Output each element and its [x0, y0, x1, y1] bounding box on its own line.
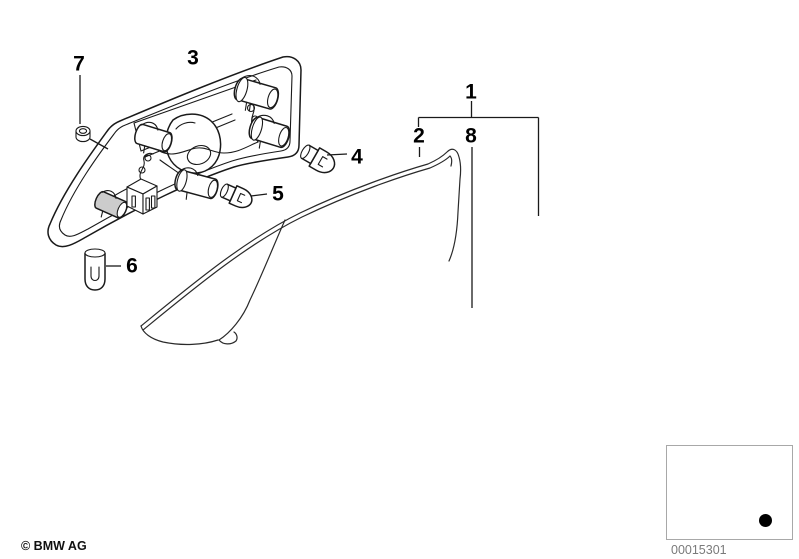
bulb-base-top [219, 183, 229, 198]
socket-bottom-center [174, 167, 219, 200]
leader-7 [79, 75, 109, 150]
wire-loop [246, 103, 256, 113]
socket-bail-wire [101, 190, 117, 199]
bulb-filament-notch [236, 192, 246, 204]
leader-5 [250, 193, 268, 197]
socket-pin [143, 145, 146, 154]
wire-run-main [157, 141, 259, 155]
socket-bail-wire [240, 75, 261, 85]
seal-gasket-part-2-8 [140, 148, 462, 346]
part-label-2[interactable]: 2 [413, 124, 425, 148]
wire-loop [138, 166, 146, 174]
socket-pin [100, 210, 104, 218]
socket-top-right [233, 75, 280, 111]
bulb-body [84, 253, 106, 291]
seal-branch-right [218, 219, 286, 341]
part-label-1[interactable]: 1 [465, 80, 477, 104]
part-label-3[interactable]: 3 [187, 46, 199, 70]
connector-pin [150, 195, 156, 209]
housing-drum [165, 113, 222, 174]
part-label-5[interactable]: 5 [272, 182, 284, 206]
socket-pin [244, 101, 251, 111]
bulb-part-6 [84, 248, 106, 291]
bulb-filament-u [90, 266, 100, 282]
socket-bail-wire [141, 121, 159, 131]
seal-inner-line [142, 155, 453, 331]
seal-branch-hook [218, 331, 238, 345]
callout-lines [79, 75, 540, 308]
part-label-8[interactable]: 8 [465, 124, 477, 148]
seal-outer-line [140, 148, 462, 327]
part-label-4[interactable]: 4 [351, 145, 363, 169]
connector-plug [126, 178, 158, 215]
bulb-base [300, 144, 319, 165]
leader-1-bracket [417, 116, 540, 216]
housing-inner-outline [58, 66, 293, 237]
bulb-base [220, 183, 237, 202]
socket-mid-left [134, 121, 173, 154]
bulb-filament-notch [317, 156, 328, 168]
nut-top [75, 125, 91, 137]
nut-hole [78, 128, 88, 134]
diagram-number: 00015301 [671, 543, 727, 557]
socket-pin [185, 191, 188, 200]
socket-pin [258, 140, 261, 149]
wire-loop [144, 154, 152, 162]
wire-connector-loop [139, 152, 154, 181]
bulb-part-4 [300, 144, 336, 174]
socket-right [248, 114, 291, 149]
nut-part-7 [75, 125, 91, 143]
drum-contour [175, 121, 196, 130]
position-dot [759, 514, 772, 527]
copyright-text: © BMW AG [21, 539, 87, 553]
part-label-7[interactable]: 7 [73, 52, 85, 76]
bulb-base-top [300, 144, 311, 159]
part-label-6[interactable]: 6 [126, 254, 138, 278]
socket-bail-wire [179, 167, 199, 176]
seal-bottom-line [140, 325, 219, 346]
position-thumbnail-box[interactable] [666, 445, 793, 540]
bulb-part-5 [219, 183, 253, 209]
bulb-top [84, 248, 106, 258]
leader-4 [326, 153, 348, 156]
connector-pin [145, 197, 150, 211]
socket-bail-wire [255, 114, 275, 124]
connector-pin [131, 195, 136, 208]
